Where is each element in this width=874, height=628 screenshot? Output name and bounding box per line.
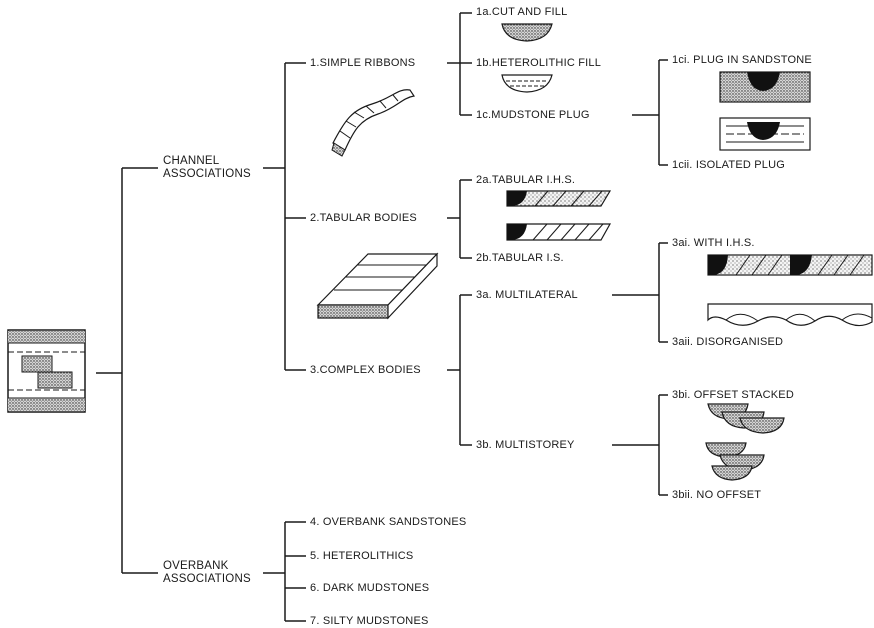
simple-ribbon-icon [332,90,414,156]
multilateral-label: 3a. MULTILATERAL [476,289,578,302]
no-offset-icon [706,443,764,480]
root-block-icon [8,330,85,412]
isolated-plug-label: 1cii. ISOLATED PLUG [672,159,785,172]
tabular-is-label: 2b.TABULAR I.S. [476,252,564,265]
channel-associations-text: CHANNEL ASSOCIATIONS [163,155,251,181]
dark-mudstones-label: 6. DARK MUDSTONES [310,582,429,595]
disorganised-icon [708,304,872,326]
with-ihs-label: 3ai. WITH I.H.S. [672,237,755,250]
overbank-associations-text: OVERBANK ASSOCIATIONS [163,560,251,586]
disorganised-label: 3aii. DISORGANISED [672,336,783,349]
tabular-is-icon [507,224,610,240]
with-ihs-icon [708,255,872,275]
mudstone-plug-label: 1c.MUDSTONE PLUG [476,109,590,122]
multistorey-label: 3b. MULTISTOREY [476,439,575,452]
heterolithics-label: 5. HETEROLITHICS [310,550,413,563]
tabular-bodies-label: 2.TABULAR BODIES [310,212,417,225]
plug-in-sandstone-label: 1ci. PLUG IN SANDSTONE [672,54,812,67]
offset-stacked-label: 3bi. OFFSET STACKED [672,389,794,402]
overbank-associations-label: OVERBANK ASSOCIATIONS [163,560,251,586]
silty-mudstones-label: 7. SILTY MUDSTONES [310,615,429,628]
complex-bodies-label: 3.COMPLEX BODIES [310,364,421,377]
heterolithic-fill-icon [502,75,552,92]
tabular-ihs-label: 2a.TABULAR I.H.S. [476,174,575,187]
channel-associations-label: CHANNEL ASSOCIATIONS [163,155,251,181]
tabular-slab-icon [318,254,437,318]
no-offset-label: 3bii. NO OFFSET [672,489,761,502]
cut-and-fill-icon [502,24,552,41]
offset-stacked-icon [708,404,784,433]
heterolithic-fill-label: 1b.HETEROLITHIC FILL [476,57,601,70]
plug-in-sandstone-icon [720,72,810,102]
isolated-plug-icon [720,118,810,150]
simple-ribbons-label: 1.SIMPLE RIBBONS [310,57,415,70]
tabular-ihs-icon [507,191,610,206]
cut-and-fill-label: 1a.CUT AND FILL [476,6,567,19]
overbank-sandstones-label: 4. OVERBANK SANDSTONES [310,516,466,529]
